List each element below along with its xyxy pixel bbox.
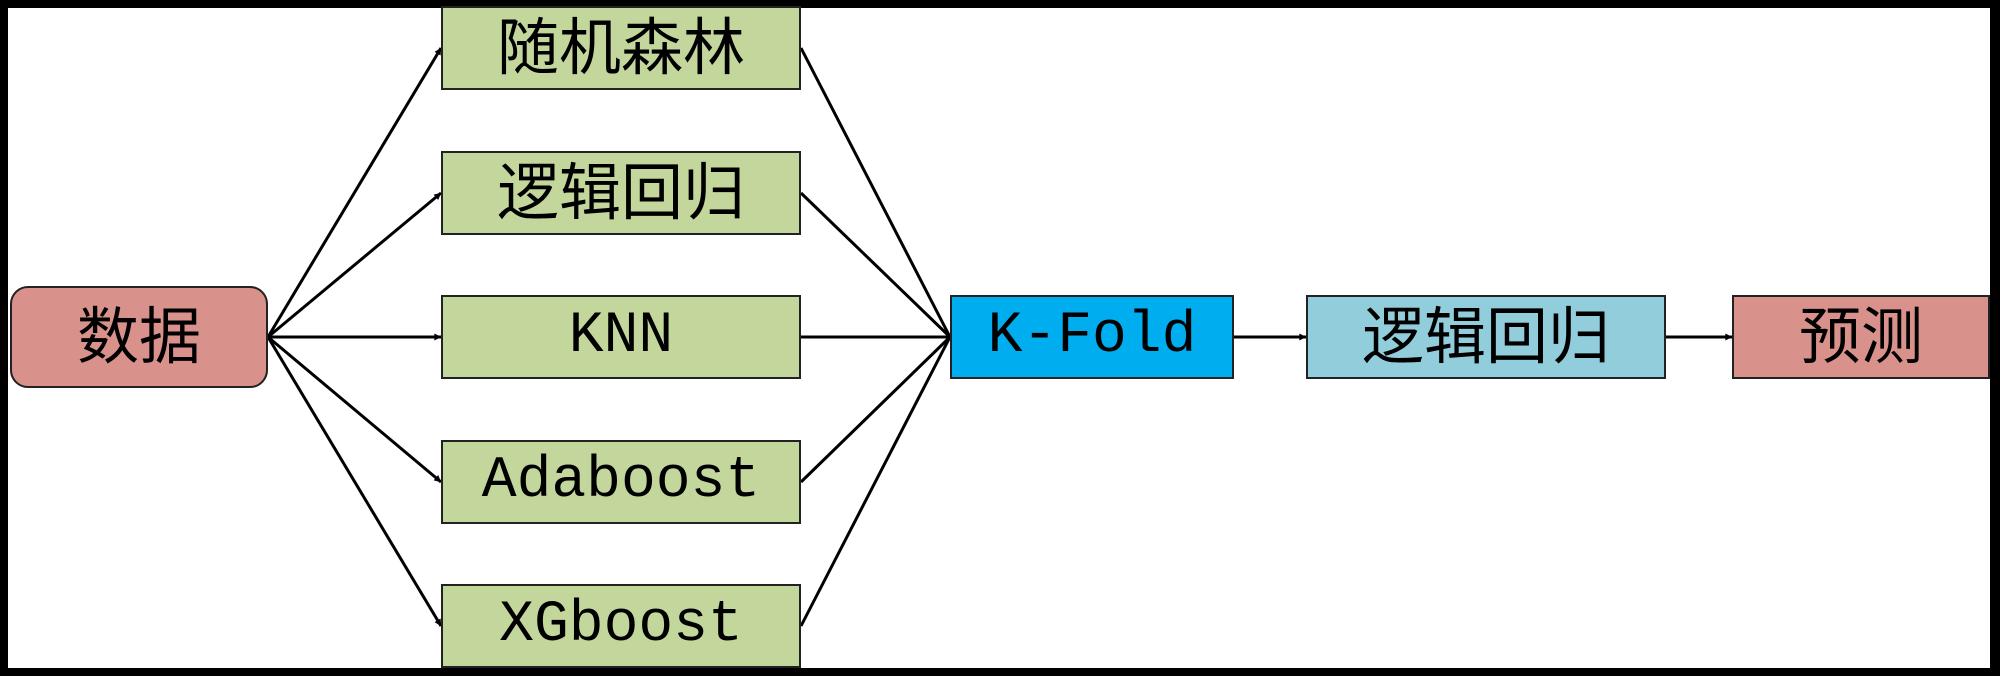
node-data: 数据 (10, 286, 268, 388)
node-knn: KNN (441, 295, 801, 379)
node-random-forest: 随机森林 (441, 6, 801, 90)
node-prediction: 预测 (1732, 295, 1990, 379)
edge-adaboost-kfold (799, 335, 952, 484)
node-logistic-regression: 逻辑回归 (441, 151, 801, 235)
edge-data-xgboost (266, 336, 443, 627)
edge-data-adaboost (267, 335, 442, 484)
edge-data-logistic-regression (267, 191, 442, 339)
node-adaboost: Adaboost (441, 440, 801, 524)
node-kfold: K-Fold (950, 295, 1234, 379)
edge-logistic-regression-kfold (799, 191, 952, 339)
edge-random-forest-kfold (799, 47, 952, 338)
node-meta-logistic-regression: 逻辑回归 (1306, 295, 1666, 379)
node-xgboost: XGboost (441, 584, 801, 668)
edge-xgboost-kfold (799, 336, 952, 627)
edge-data-random-forest (266, 47, 443, 338)
